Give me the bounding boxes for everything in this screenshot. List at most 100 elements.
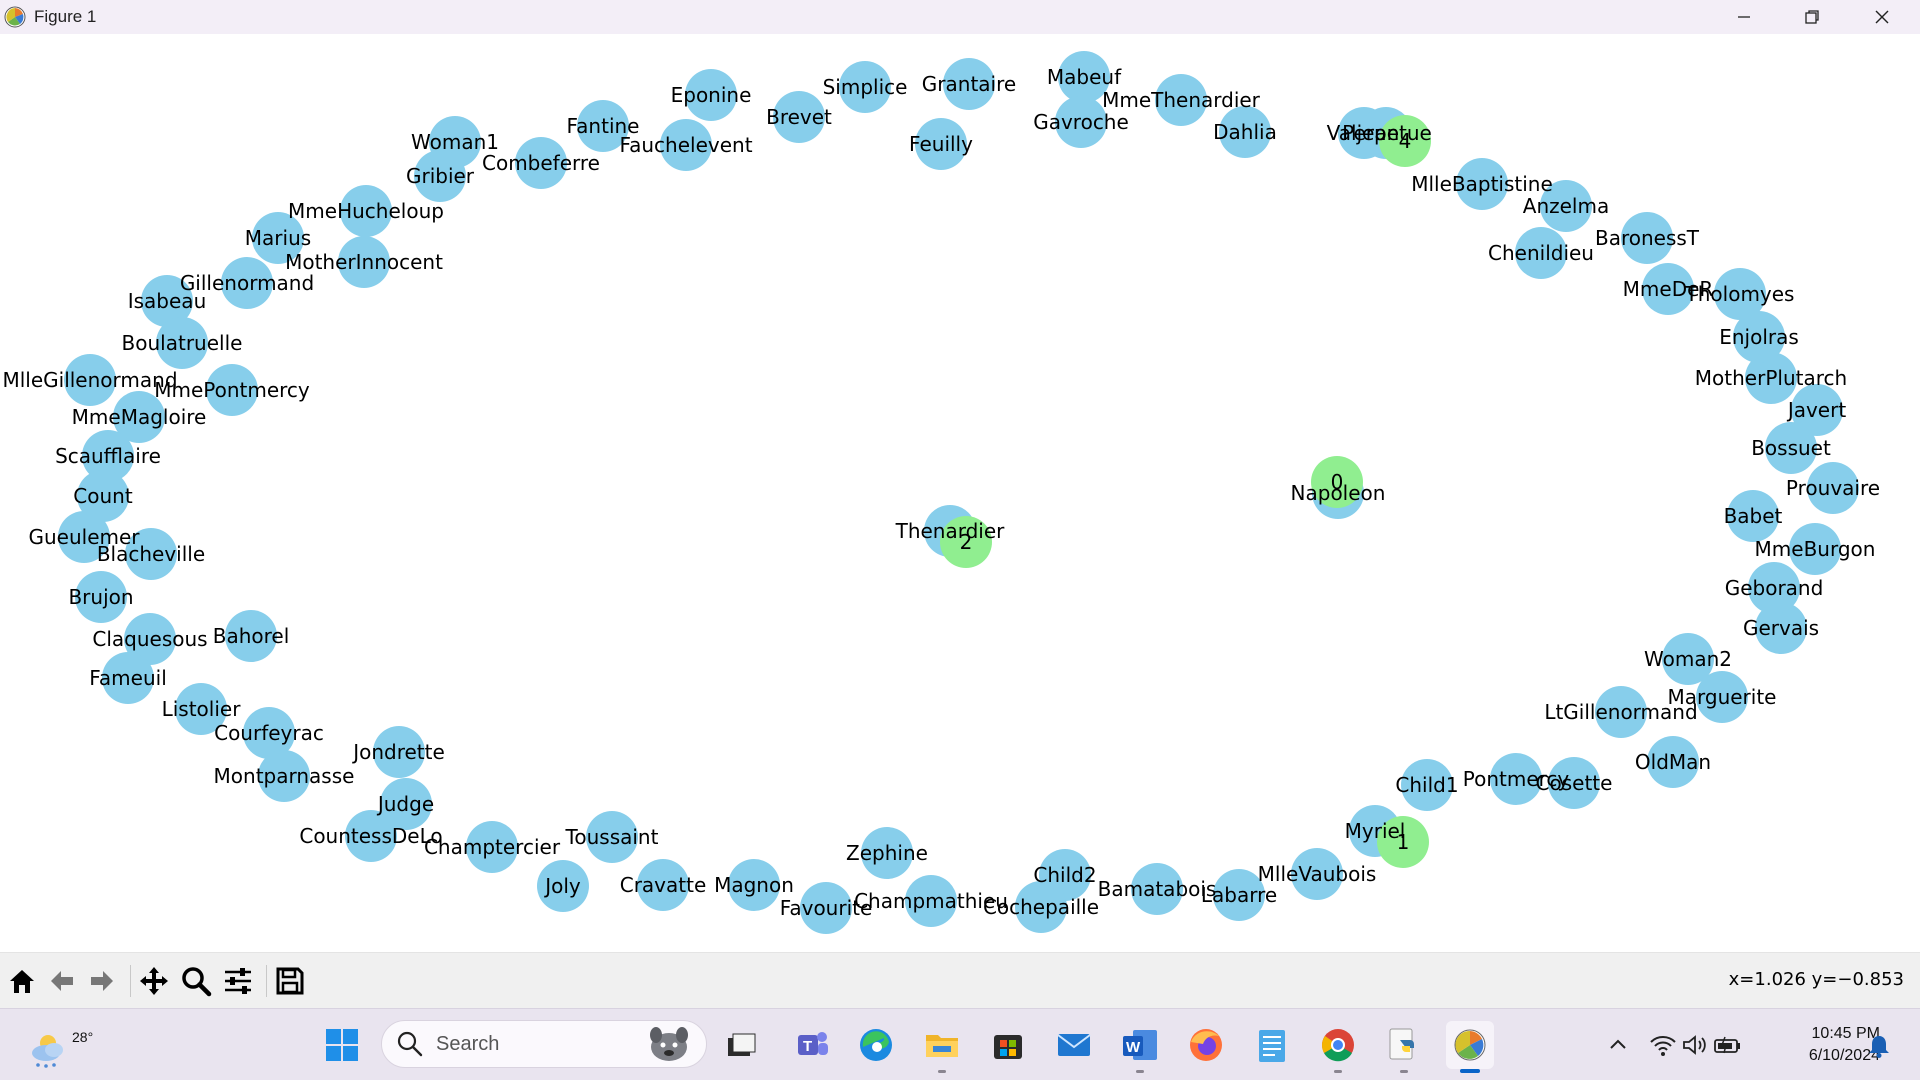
matplotlib-icon bbox=[1454, 1029, 1486, 1061]
taskbar-chrome[interactable] bbox=[1314, 1021, 1362, 1073]
clock-date: 6/10/2024 bbox=[1808, 1047, 1880, 1064]
taskbar-store[interactable] bbox=[984, 1021, 1032, 1069]
active-indicator bbox=[1460, 1069, 1480, 1073]
taskbar-mail[interactable] bbox=[1050, 1021, 1098, 1069]
graph-node-label: Brevet bbox=[766, 105, 832, 129]
graph-node-label: Brujon bbox=[68, 585, 133, 609]
graph-node bbox=[82, 430, 134, 482]
graph-node bbox=[773, 91, 825, 143]
forward-button[interactable] bbox=[84, 963, 120, 999]
graph-node-label: Boulatruelle bbox=[122, 331, 243, 355]
taskbar-matplotlib[interactable] bbox=[1446, 1021, 1494, 1073]
graph-node bbox=[206, 364, 258, 416]
graph-node-label: 0 bbox=[1331, 470, 1344, 494]
graph-node-label: Claquesous bbox=[92, 627, 207, 651]
graph-node bbox=[1696, 671, 1748, 723]
graph-node bbox=[1748, 562, 1800, 614]
battery-icon[interactable] bbox=[1713, 1033, 1743, 1057]
graph-node-label: Bahorel bbox=[213, 624, 290, 648]
graph-node-label: Magnon bbox=[714, 873, 794, 897]
home-icon bbox=[10, 970, 34, 993]
back-button[interactable] bbox=[44, 963, 80, 999]
taskbar-edge[interactable] bbox=[852, 1021, 900, 1069]
file-explorer-icon bbox=[926, 1035, 958, 1057]
taskbar-firefox[interactable] bbox=[1182, 1021, 1230, 1069]
graph-node bbox=[1548, 757, 1600, 809]
graph-node bbox=[1621, 212, 1673, 264]
graph-node bbox=[373, 726, 425, 778]
graph-node bbox=[685, 69, 737, 121]
graph-node-label: Tholomyes bbox=[1685, 282, 1795, 306]
graph-node-label: Combeferre bbox=[482, 151, 600, 175]
graph-node-label: Bamatabois bbox=[1098, 877, 1217, 901]
start-button[interactable] bbox=[318, 1021, 366, 1069]
graph-node-label: OldMan bbox=[1635, 750, 1711, 774]
chevron-up-icon[interactable] bbox=[1606, 1033, 1630, 1057]
notification-bell-icon[interactable] bbox=[1866, 1033, 1892, 1059]
graph-node-label: Pontmercy bbox=[1463, 767, 1570, 791]
minimize-button[interactable] bbox=[1710, 0, 1778, 34]
graph-node-label: Cochepaille bbox=[983, 895, 1099, 919]
graph-node bbox=[1595, 686, 1647, 738]
graph-node-label: MmeMagloire bbox=[72, 405, 207, 429]
graph-node-label: Perpetue bbox=[1342, 121, 1432, 145]
cursor-coordinates: x=1.026 y=−0.853 bbox=[1728, 969, 1904, 990]
close-button[interactable] bbox=[1848, 0, 1916, 34]
graph-node bbox=[75, 571, 127, 623]
graph-node bbox=[905, 875, 957, 927]
taskbar-python[interactable] bbox=[1380, 1021, 1428, 1073]
graph-node-label: Listolier bbox=[162, 697, 242, 721]
graph-node bbox=[221, 257, 273, 309]
graph-node bbox=[1733, 311, 1785, 363]
home-button[interactable] bbox=[4, 963, 40, 999]
graph-node-label: Javert bbox=[1786, 398, 1847, 422]
graph-node-label: MotherPlutarch bbox=[1695, 366, 1847, 390]
graph-node bbox=[102, 652, 154, 704]
taskbar-file-explorer[interactable] bbox=[918, 1021, 966, 1073]
pan-button[interactable] bbox=[136, 963, 172, 999]
graph-node-label: Joly bbox=[543, 874, 581, 898]
graph-node bbox=[577, 100, 629, 152]
running-indicator bbox=[1400, 1070, 1408, 1073]
wifi-icon[interactable] bbox=[1649, 1033, 1677, 1057]
graph-node-label: Cravatte bbox=[620, 873, 707, 897]
volume-icon[interactable] bbox=[1681, 1033, 1709, 1057]
graph-node-label: MmeHucheloup bbox=[288, 199, 444, 223]
maximize-button[interactable] bbox=[1778, 0, 1846, 34]
taskbar-teams[interactable]: T bbox=[788, 1021, 836, 1069]
graph-node bbox=[380, 778, 432, 830]
taskbar-word[interactable]: W bbox=[1116, 1021, 1164, 1073]
save-button[interactable] bbox=[272, 963, 308, 999]
search-highlight-icon bbox=[650, 1027, 688, 1061]
toolbar-separator bbox=[266, 965, 267, 997]
file-manager-icon bbox=[728, 1033, 756, 1056]
zoom-button[interactable] bbox=[178, 963, 214, 999]
graph-node-label: MlleGillenormand bbox=[2, 368, 177, 392]
graph-node bbox=[1662, 633, 1714, 685]
graph-node-label: Bossuet bbox=[1751, 436, 1831, 460]
minimize-icon bbox=[1738, 16, 1750, 18]
graph-node bbox=[466, 821, 518, 873]
graph-node bbox=[225, 610, 277, 662]
taskbar-file-manager[interactable] bbox=[717, 1021, 765, 1069]
store-icon bbox=[994, 1035, 1022, 1059]
svg-text:T: T bbox=[803, 1038, 812, 1055]
search-icon bbox=[397, 1031, 423, 1057]
configure-subplots-button[interactable] bbox=[220, 963, 256, 999]
graph-node-label: 4 bbox=[1399, 129, 1412, 153]
taskbar-notepad[interactable] bbox=[1248, 1021, 1296, 1069]
graph-node-label: MmeBurgon bbox=[1755, 537, 1876, 561]
title-bar[interactable]: Figure 1 bbox=[0, 0, 1920, 34]
graph-node-label: LtGillenormand bbox=[1544, 700, 1697, 724]
weather-temperature: 28° bbox=[72, 1029, 94, 1045]
graph-node-label: Champtercier bbox=[424, 835, 561, 859]
weather-widget[interactable]: 28° bbox=[26, 1019, 93, 1071]
clock[interactable]: 10:45 PM 6/10/2024 bbox=[1770, 1023, 1880, 1067]
graph-node bbox=[175, 683, 227, 735]
taskbar-search[interactable]: Search bbox=[381, 1020, 707, 1068]
graph-node bbox=[1727, 490, 1779, 542]
weather-icon bbox=[32, 1035, 63, 1068]
